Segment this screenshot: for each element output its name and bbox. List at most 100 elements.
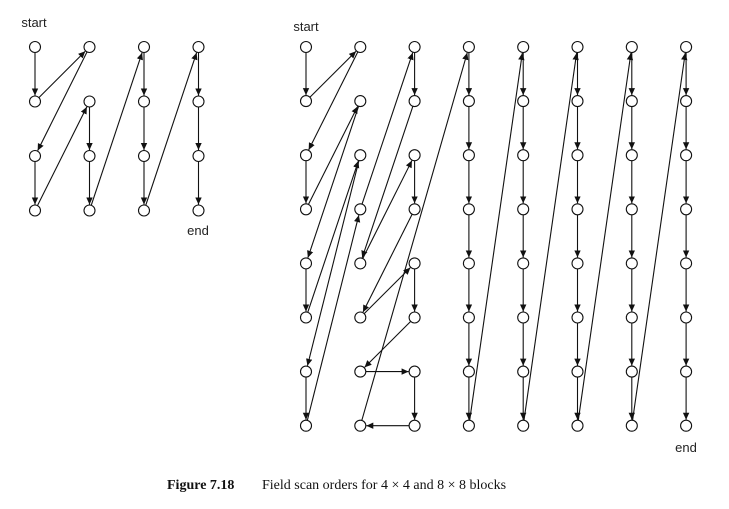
scan-node-8x8 xyxy=(625,95,638,108)
scan-node-8x8 xyxy=(408,203,421,216)
scan-node-8x8 xyxy=(571,311,584,324)
start-label-4x4: start xyxy=(21,15,47,30)
scan-arrow-4x4 xyxy=(145,52,198,206)
scan-node-8x8 xyxy=(680,95,693,108)
scan-node-8x8 xyxy=(680,203,693,216)
scan-node-8x8 xyxy=(517,40,530,54)
scan-node-8x8 xyxy=(354,257,367,270)
scan-node-8x8 xyxy=(408,149,421,162)
end-label-4x4: end xyxy=(187,223,209,238)
scan-node-8x8 xyxy=(625,149,638,162)
scan-arrow-8x8 xyxy=(307,106,359,205)
scan-node-4x4 xyxy=(83,204,96,217)
scan-node-8x8 xyxy=(299,203,313,216)
scan-node-8x8 xyxy=(625,40,638,54)
scan-node-4x4 xyxy=(137,40,151,54)
scan-arrow-8x8 xyxy=(469,52,525,421)
scan-node-8x8 xyxy=(462,149,475,162)
scan-arrow-8x8 xyxy=(306,214,361,421)
scan-arrow-8x8 xyxy=(308,51,359,151)
scan-nodes-8x8 xyxy=(299,40,693,432)
scan-node-4x4 xyxy=(137,95,151,108)
scan-node-8x8 xyxy=(408,365,421,378)
scan-node-4x4 xyxy=(28,40,42,54)
scan-node-8x8 xyxy=(680,311,693,324)
scan-node-8x8 xyxy=(462,257,475,270)
scan-node-8x8 xyxy=(571,95,584,108)
scan-node-4x4 xyxy=(83,40,96,54)
scan-arrow-8x8 xyxy=(362,160,413,259)
scan-node-8x8 xyxy=(354,419,367,432)
scan-arrows-8x8 xyxy=(302,50,690,429)
scan-arrow-8x8 xyxy=(577,52,634,421)
scan-node-8x8 xyxy=(680,419,693,432)
scan-node-8x8 xyxy=(408,257,421,270)
scan-node-8x8 xyxy=(517,257,530,270)
scan-node-8x8 xyxy=(517,419,530,432)
scan-arrow-8x8 xyxy=(307,160,360,313)
scan-arrow-8x8 xyxy=(306,160,360,366)
figure-caption: Figure 7.18 Field scan orders for 4 × 4 … xyxy=(167,478,506,493)
scan-node-8x8 xyxy=(625,311,638,324)
scan-node-8x8 xyxy=(299,149,313,162)
scan-node-8x8 xyxy=(571,419,584,432)
scan-node-8x8 xyxy=(354,40,367,54)
scan-node-4x4 xyxy=(137,149,151,163)
scan-node-8x8 xyxy=(354,149,367,162)
scan-node-8x8 xyxy=(625,257,638,270)
scan-arrow-8x8 xyxy=(632,52,688,421)
scan-node-8x8 xyxy=(408,311,421,324)
scan-node-8x8 xyxy=(680,257,693,270)
scan-node-8x8 xyxy=(625,203,638,216)
scan-node-8x8 xyxy=(354,95,367,108)
caption-text: Field scan orders for 4 × 4 and 8 × 8 bl… xyxy=(262,478,506,493)
scan-node-8x8 xyxy=(517,311,530,324)
scan-node-4x4 xyxy=(83,149,96,163)
scan-node-8x8 xyxy=(680,40,693,54)
scan-arrow-4x4 xyxy=(90,52,143,206)
scan-arrow-4x4 xyxy=(38,50,86,98)
scan-node-4x4 xyxy=(83,95,96,108)
scan-node-8x8 xyxy=(680,149,693,162)
scan-arrow-8x8 xyxy=(361,52,469,421)
scan-arrow-8x8 xyxy=(362,213,413,313)
scan-node-4x4 xyxy=(192,204,205,217)
scan-node-8x8 xyxy=(571,149,584,162)
scan-node-8x8 xyxy=(354,311,367,324)
scan-node-8x8 xyxy=(462,419,475,432)
scan-node-8x8 xyxy=(408,95,421,108)
scan-node-8x8 xyxy=(680,365,693,378)
scan-node-8x8 xyxy=(299,95,313,108)
scan-node-4x4 xyxy=(192,149,205,163)
scan-arrow-8x8 xyxy=(523,52,579,421)
scan-node-8x8 xyxy=(517,365,530,378)
scan-node-8x8 xyxy=(571,257,584,270)
scan-arrow-8x8 xyxy=(364,320,412,368)
scan-node-8x8 xyxy=(299,257,313,270)
scan-node-8x8 xyxy=(625,419,638,432)
scan-nodes-4x4 xyxy=(28,40,205,217)
scan-node-8x8 xyxy=(354,203,367,216)
scan-arrow-8x8 xyxy=(363,267,411,315)
scan-node-8x8 xyxy=(517,149,530,162)
scan-node-8x8 xyxy=(571,40,584,54)
scan-node-8x8 xyxy=(408,40,421,54)
start-label-8x8: start xyxy=(293,19,319,34)
scan-node-8x8 xyxy=(299,419,313,432)
scan-diagram-8x8: start end xyxy=(293,19,697,455)
scan-arrow-8x8 xyxy=(307,106,360,258)
scan-arrow-8x8 xyxy=(361,52,414,205)
scan-node-8x8 xyxy=(299,365,313,378)
scan-node-8x8 xyxy=(408,419,421,432)
scan-node-8x8 xyxy=(299,311,313,324)
scan-node-4x4 xyxy=(28,95,42,108)
caption-figure-number: Figure 7.18 xyxy=(167,478,234,493)
scan-node-8x8 xyxy=(462,40,475,54)
scan-node-4x4 xyxy=(28,204,42,217)
scan-arrow-8x8 xyxy=(361,106,414,258)
scan-node-8x8 xyxy=(571,365,584,378)
scan-node-8x8 xyxy=(462,365,475,378)
scan-arrow-4x4 xyxy=(36,106,88,206)
scan-node-8x8 xyxy=(462,203,475,216)
scan-arrow-4x4 xyxy=(37,51,88,151)
